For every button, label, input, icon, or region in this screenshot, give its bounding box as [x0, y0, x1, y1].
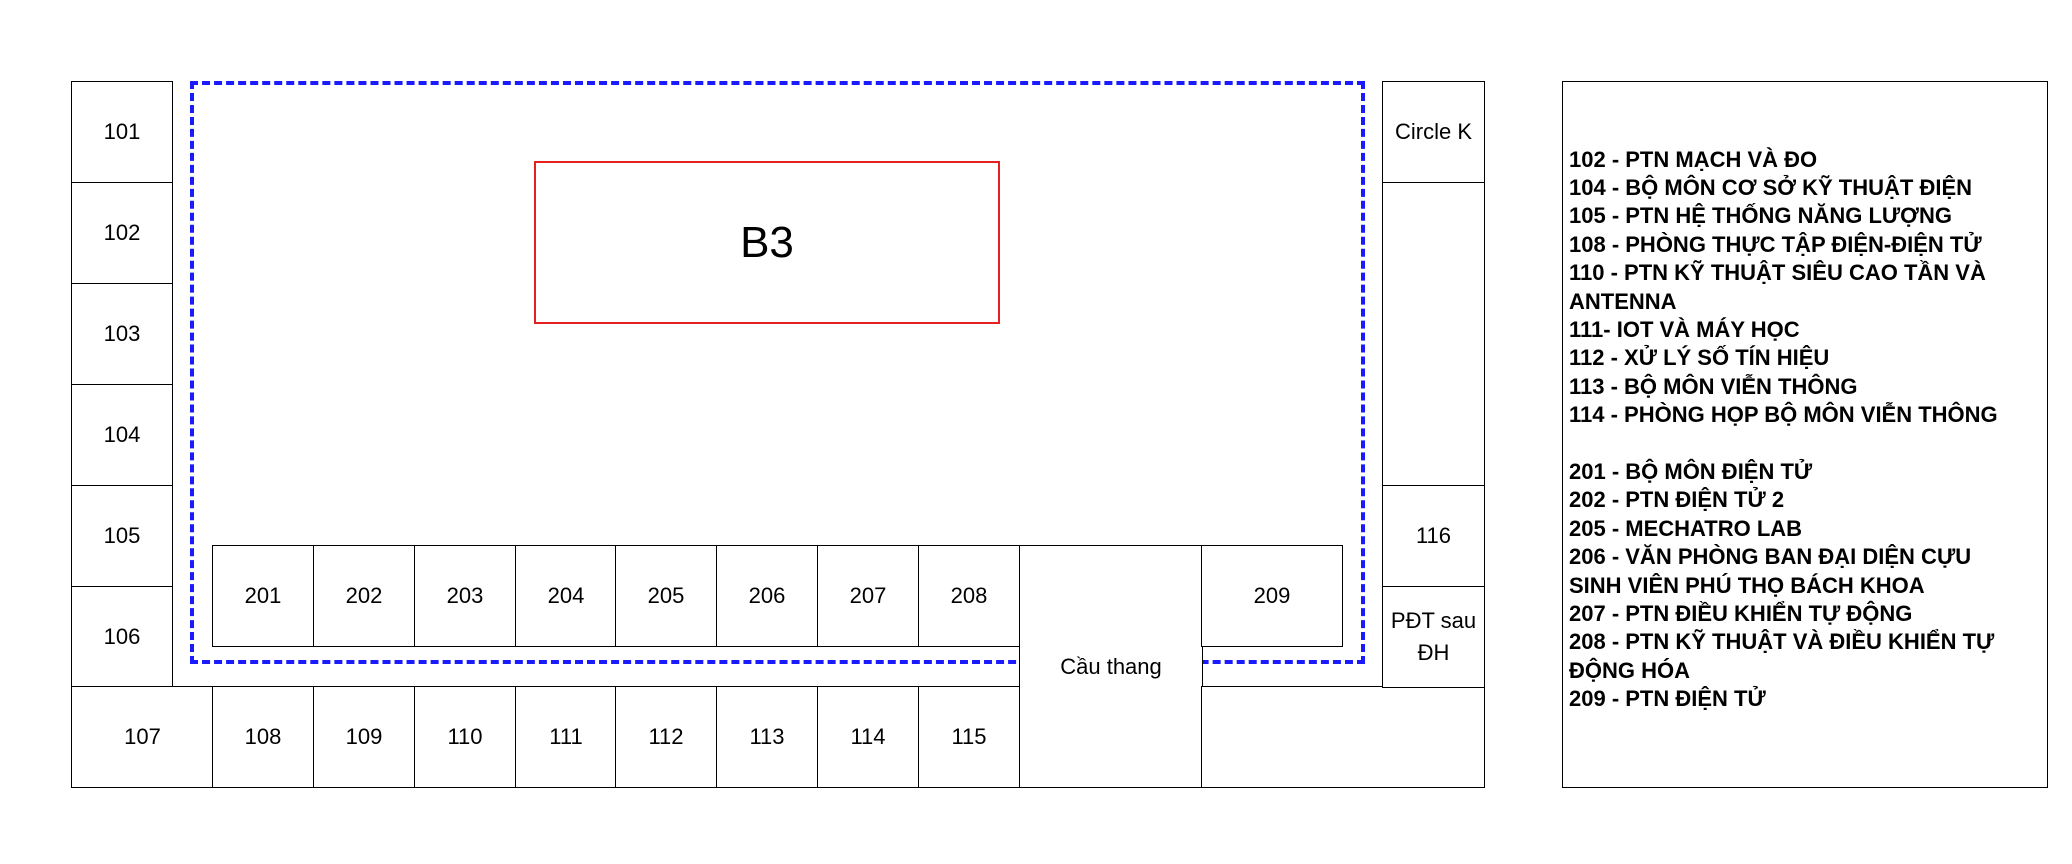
room-label: 209: [1253, 583, 1291, 609]
room-116: 116: [1382, 485, 1485, 587]
legend-line: ĐỘNG HÓA: [1569, 658, 1690, 683]
room-label: 207: [849, 583, 887, 609]
legend-line: 113 - BỘ MÔN VIỄN THÔNG: [1569, 374, 1858, 399]
room-label: 104: [103, 422, 141, 448]
legend-line: 105 - PTN HỆ THỐNG NĂNG LƯỢNG: [1569, 203, 1952, 228]
legend-line: 209 - PTN ĐIỆN TỬ: [1569, 686, 1766, 711]
empty-block: [1201, 686, 1485, 788]
room-label: 203: [446, 583, 484, 609]
room-201: 201: [212, 545, 314, 647]
legend-line: 206 - VĂN PHÒNG BAN ĐẠI DIỆN CỰU: [1569, 544, 1972, 569]
room-107: 107: [71, 686, 214, 788]
legend-line: SINH VIÊN PHÚ THỌ BÁCH KHOA: [1569, 573, 1925, 598]
legend-line: ANTENNA: [1569, 289, 1677, 314]
legend-line: 208 - PTN KỸ THUẬT VÀ ĐIỀU KHIỂN TỰ: [1569, 629, 1995, 654]
right-block: [1382, 182, 1485, 486]
room-206: 206: [716, 545, 818, 647]
room-101: 101: [71, 81, 173, 183]
room-label: 110: [447, 724, 483, 750]
room-110: 110: [414, 686, 516, 788]
building-b3: B3: [534, 161, 1000, 324]
room-label: 109: [345, 724, 383, 750]
stairs-label: Cầu thang: [1060, 653, 1162, 679]
pdt-office: PĐT sau ĐH: [1382, 586, 1485, 688]
room-label: 111: [549, 724, 583, 750]
legend-line: 114 - PHÒNG HỌP BỘ MÔN VIỄN THÔNG: [1569, 402, 1998, 427]
legend-line: 110 - PTN KỸ THUẬT SIÊU CAO TẦN VÀ: [1569, 260, 1986, 285]
circle-k: Circle K: [1382, 81, 1485, 183]
legend-line: 207 - PTN ĐIỀU KHIỂN TỰ ĐỘNG: [1569, 601, 1913, 626]
room-label: 114: [850, 724, 886, 750]
legend-line: 205 - MECHATRO LAB: [1569, 516, 1803, 541]
legend-line: 111- IOT VÀ MÁY HỌC: [1569, 317, 1800, 342]
room-109: 109: [313, 686, 415, 788]
room-label: 204: [547, 583, 585, 609]
stairs: Cầu thang: [1019, 545, 1203, 788]
room-label: 113: [749, 724, 785, 750]
room-202: 202: [313, 545, 415, 647]
room-label: 115: [951, 724, 987, 750]
room-112: 112: [615, 686, 717, 788]
building-label: B3: [740, 217, 794, 267]
room-label: 201: [244, 583, 282, 609]
room-209: 209: [1201, 545, 1343, 647]
room-102: 102: [71, 182, 173, 284]
room-label: 108: [244, 724, 282, 750]
legend-line: 102 - PTN MẠCH VÀ ĐO: [1569, 147, 1818, 172]
legend-line: 112 - XỬ LÝ SỐ TÍN HIỆU: [1569, 345, 1830, 370]
legend-line: 202 - PTN ĐIỆN TỬ 2: [1569, 487, 1785, 512]
room-207: 207: [817, 545, 919, 647]
room-114: 114: [817, 686, 919, 788]
room-label: 205: [647, 583, 685, 609]
legend-line: 201 - BỘ MÔN ĐIỆN TỬ: [1569, 459, 1813, 484]
room-label: 116: [1415, 523, 1452, 549]
room-103: 103: [71, 283, 173, 385]
pdt-label-line2: ĐH: [1417, 640, 1450, 665]
room-label: 107: [124, 724, 161, 750]
room-label: 101: [103, 119, 141, 145]
room-label: 105: [103, 523, 141, 549]
room-105: 105: [71, 485, 173, 587]
room-label: 106: [103, 624, 141, 650]
room-203: 203: [414, 545, 516, 647]
legend-line: 108 - PHÒNG THỰC TẬP ĐIỆN-ĐIỆN TỬ: [1569, 232, 1982, 257]
room-108: 108: [212, 686, 314, 788]
room-208: 208: [918, 545, 1020, 647]
room-label: 202: [345, 583, 383, 609]
pdt-label-line1: PĐT sau: [1390, 608, 1477, 634]
legend-line: 104 - BỘ MÔN CƠ SỞ KỸ THUẬT ĐIỆN: [1569, 175, 1973, 200]
room-115: 115: [918, 686, 1020, 788]
room-label: 112: [648, 724, 684, 750]
room-204: 204: [515, 545, 617, 647]
legend-box: 102 - PTN MẠCH VÀ ĐO 104 - BỘ MÔN CƠ SỞ …: [1562, 81, 2048, 788]
circle-k-label: Circle K: [1394, 119, 1472, 145]
room-113: 113: [716, 686, 818, 788]
room-111: 111: [515, 686, 617, 788]
room-label: 103: [103, 321, 141, 347]
room-106: 106: [71, 586, 173, 688]
room-label: 102: [103, 220, 141, 246]
room-104: 104: [71, 384, 173, 486]
room-label: 206: [748, 583, 786, 609]
room-label: 208: [950, 583, 988, 609]
room-205: 205: [615, 545, 717, 647]
